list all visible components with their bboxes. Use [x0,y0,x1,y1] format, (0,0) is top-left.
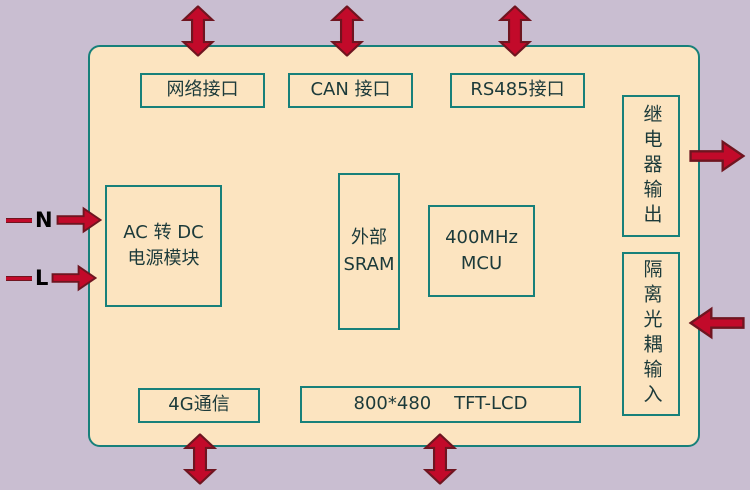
opto-input-arrow-icon [688,306,746,340]
n-arrow-icon [56,205,102,235]
l-label: L [35,266,49,290]
block-external-sram: 外部 SRAM [338,173,400,330]
network-bidirectional-arrow-icon [181,3,215,59]
block-tft-lcd: 800*480 TFT-LCD [300,386,581,423]
n-label: N [35,208,53,232]
block-4g-communication: 4G通信 [138,388,260,423]
lcd-bidirectional-arrow-icon [423,431,457,487]
l-line-input: L [6,262,97,294]
block-relay-output: 继电器输出 [622,95,680,237]
l-line [6,275,32,281]
can-bidirectional-arrow-icon [330,3,364,59]
cellular-bidirectional-arrow-icon [183,431,217,487]
n-line [6,217,32,223]
block-ac-dc-power-module: AC 转 DC 电源模块 [105,185,222,307]
l-arrow-icon [51,263,97,293]
block-opto-isolated-input: 隔离光耦输入 [622,252,680,416]
block-mcu: 400MHz MCU [428,205,535,297]
n-line-input: N [6,204,102,236]
block-rs485-interface: RS485接口 [450,73,585,108]
rs485-bidirectional-arrow-icon [498,3,532,59]
block-can-interface: CAN 接口 [288,73,413,108]
block-network-interface: 网络接口 [140,73,265,108]
relay-output-arrow-icon [688,139,746,173]
